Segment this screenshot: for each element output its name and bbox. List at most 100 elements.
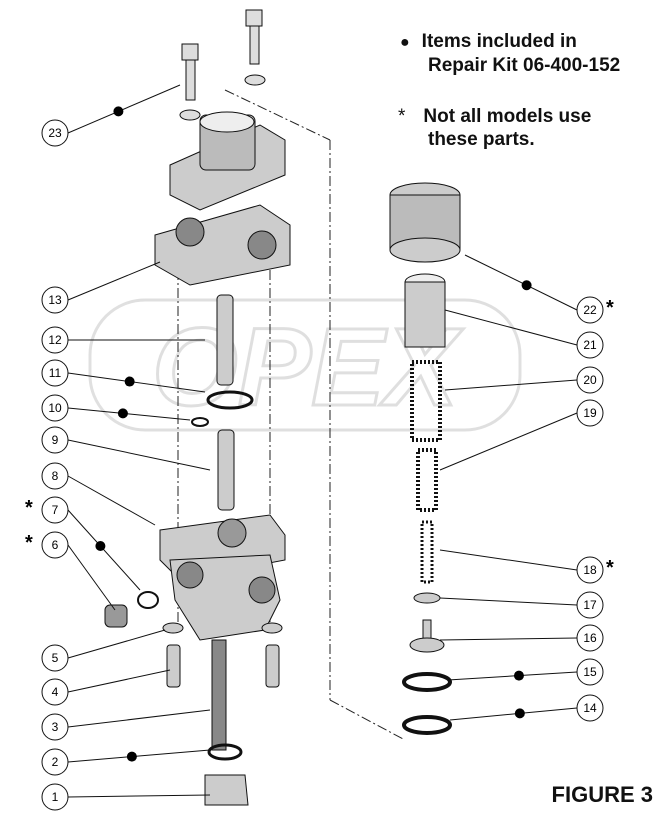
callout-circle-22 (576, 296, 604, 324)
callout-circle-12 (41, 326, 69, 354)
leader-line-20 (444, 379, 578, 391)
leader-line-9 (67, 439, 211, 471)
callout-number: 1 (52, 790, 59, 804)
leader-lines (67, 84, 578, 798)
asterisk-icon: * (606, 557, 614, 579)
asterisk-icon: * (398, 106, 406, 127)
callouts: 2313121110987*6*5432122*21201918*1716151… (25, 106, 614, 811)
callout-number: 7 (52, 503, 59, 517)
leader-line-6 (67, 544, 116, 611)
callout-circle-13 (41, 286, 69, 314)
kit-dot-icon (95, 541, 106, 551)
callout-circle-1 (41, 783, 69, 811)
callout-number: 16 (583, 631, 597, 645)
callout-number: 17 (583, 598, 597, 612)
callout-number: 12 (48, 333, 62, 347)
callout-number: 5 (52, 651, 59, 665)
top-bolts (179, 9, 266, 121)
figure-label: FIGURE 3 (551, 782, 653, 807)
upper-body (154, 111, 291, 286)
leader-line-7 (67, 509, 141, 591)
callout-number: 20 (583, 373, 597, 387)
callout-circle-18 (576, 556, 604, 584)
callout-number: 11 (49, 366, 62, 380)
spool-and-rings (191, 294, 254, 511)
callout-circle-14 (576, 694, 604, 722)
models-note: * Not all models use these parts. (398, 105, 591, 151)
leader-line-21 (444, 309, 578, 346)
center-lines (177, 89, 406, 741)
leader-line-2 (67, 749, 211, 763)
kit-dot-icon (521, 280, 532, 291)
kit-dot-icon (514, 708, 525, 719)
piston-stack (389, 182, 461, 735)
leader-line-8 (67, 475, 156, 526)
callout-number: 8 (52, 469, 59, 483)
kit-dot-icon (126, 751, 137, 762)
asterisk-icon: * (25, 532, 33, 554)
leader-line-16 (439, 637, 578, 641)
callout-circle-20 (576, 366, 604, 394)
callout-circle-21 (576, 331, 604, 359)
kit-dot-icon (113, 106, 124, 117)
callout-number: 3 (52, 720, 59, 734)
kit-legend-line2: Repair Kit 06-400-152 (428, 55, 621, 76)
note-line2: these parts. (428, 129, 535, 150)
callout-circle-7 (41, 496, 69, 524)
leader-line-22 (464, 254, 578, 311)
lower-body (104, 514, 286, 806)
callout-circle-9 (41, 426, 69, 454)
callout-circle-19 (576, 399, 604, 427)
repair-kit-legend: ● Items included in Repair Kit 06-400-152 (400, 30, 620, 77)
callout-circle-23 (41, 119, 69, 147)
callout-circle-15 (576, 658, 604, 686)
callout-number: 9 (52, 433, 59, 447)
leader-line-10 (67, 407, 191, 421)
callout-number: 2 (52, 755, 59, 769)
kit-dot-icon (117, 408, 128, 419)
asterisk-icon: * (25, 497, 33, 519)
leader-line-5 (67, 629, 166, 659)
callout-circle-2 (41, 748, 69, 776)
callout-number: 4 (52, 685, 59, 699)
kit-dot-icon: ● (400, 34, 410, 51)
callout-number: 14 (583, 701, 597, 715)
opex-watermark-logo: OPEX (88, 298, 522, 432)
callout-number: 10 (48, 401, 62, 415)
leader-line-19 (439, 412, 578, 471)
kit-dot-icon (124, 376, 135, 387)
callout-number: 15 (583, 665, 597, 679)
callout-circle-6 (41, 531, 69, 559)
callout-circle-17 (576, 591, 604, 619)
leader-line-13 (67, 261, 161, 301)
leader-line-4 (67, 669, 171, 693)
leader-line-3 (67, 709, 211, 728)
callout-number: 13 (48, 293, 62, 307)
callout-number: 21 (583, 338, 597, 352)
leader-line-23 (67, 84, 181, 134)
leader-line-1 (67, 794, 211, 798)
callout-number: 23 (48, 126, 62, 140)
callout-number: 6 (52, 538, 59, 552)
kit-dot-icon (513, 670, 524, 681)
kit-legend-line1: Items included in (421, 31, 577, 52)
callout-number: 19 (583, 406, 597, 420)
callout-circle-10 (41, 394, 69, 422)
leader-line-11 (67, 372, 206, 393)
note-line1: Not all models use (423, 106, 592, 127)
leader-line-18 (439, 549, 578, 571)
callout-circle-8 (41, 462, 69, 490)
callout-circle-5 (41, 644, 69, 672)
asterisk-icon: * (606, 297, 614, 319)
callout-circle-4 (41, 678, 69, 706)
callout-number: 18 (583, 563, 597, 577)
leader-line-14 (449, 707, 578, 721)
leader-line-15 (447, 671, 578, 681)
callout-number: 22 (583, 303, 597, 317)
callout-circle-11 (41, 359, 69, 387)
callout-circle-16 (576, 624, 604, 652)
callout-circle-3 (41, 713, 69, 741)
leader-line-17 (439, 597, 578, 606)
